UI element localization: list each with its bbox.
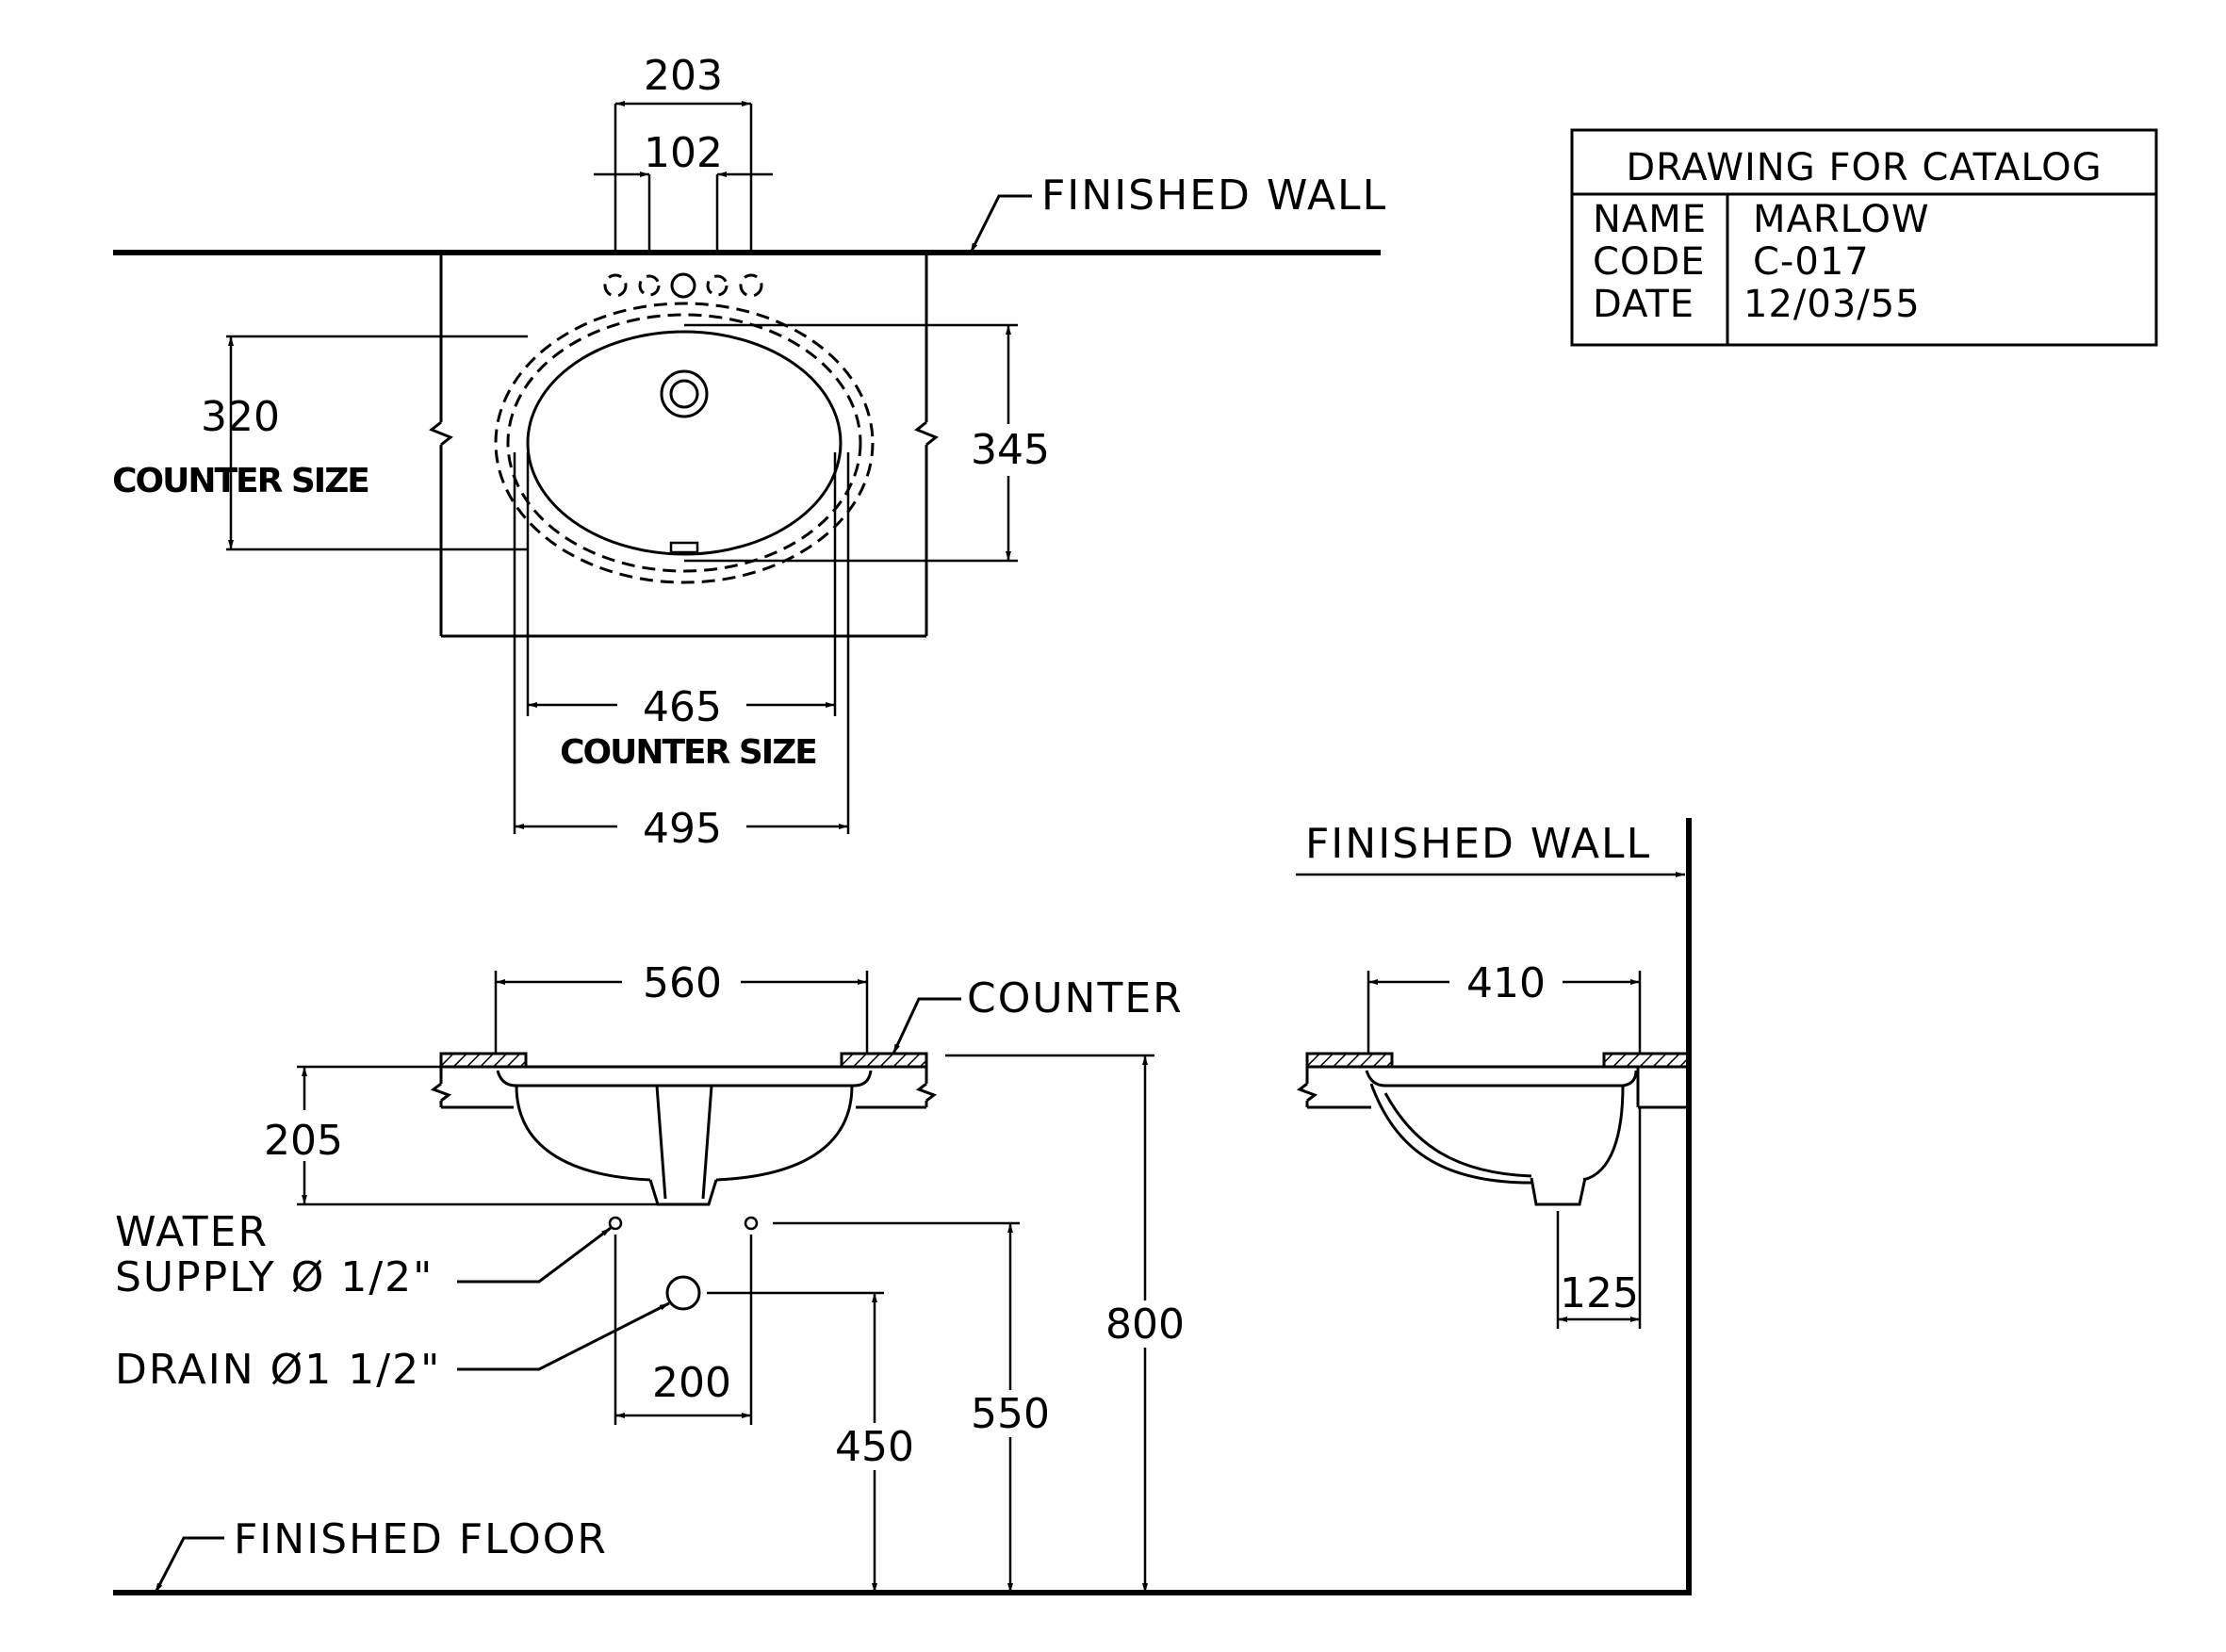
- dim-203-label: 203: [644, 52, 723, 100]
- plan-view: FINISHED WALL 203 102: [112, 52, 1387, 853]
- dim-495-label: 495: [643, 805, 722, 853]
- dim-550-label: 550: [971, 1390, 1050, 1438]
- water-supply-label-line1: WATER: [115, 1208, 269, 1256]
- dim-125-label: 125: [1560, 1269, 1639, 1317]
- faucet-hole-icon: [638, 274, 661, 297]
- drain-icon: [660, 369, 709, 418]
- dim-320-label: 320: [201, 393, 280, 441]
- counter-size-left-label: COUNTER SIZE: [112, 462, 368, 500]
- water-supply-left-icon: [608, 1216, 623, 1231]
- dim-200-label: 200: [652, 1359, 731, 1407]
- dim-102-label: 102: [644, 129, 723, 177]
- title-block-code-key: CODE: [1593, 240, 1706, 284]
- water-supply-label-line2: SUPPLY Ø 1/2": [115, 1253, 434, 1301]
- title-block-heading: DRAWING FOR CATALOG: [1626, 146, 2102, 189]
- title-block: DRAWING FOR CATALOG NAME CODE DATE MARLO…: [1570, 128, 2158, 347]
- dim-465-label: 465: [643, 683, 722, 731]
- drain-label: DRAIN Ø1 1/2": [115, 1346, 441, 1394]
- dim-205-label: 205: [264, 1117, 343, 1165]
- finished-wall-label: FINISHED WALL: [1041, 172, 1387, 220]
- title-block-name-value: MARLOW: [1753, 198, 1930, 241]
- title-block-name-key: NAME: [1593, 198, 1707, 241]
- counter-size-bottom-label: COUNTER SIZE: [560, 733, 816, 772]
- overflow-icon: [669, 541, 699, 554]
- title-block-code-value: C-017: [1753, 240, 1870, 284]
- title-block-date-key: DATE: [1593, 283, 1694, 326]
- counter-label: COUNTER: [967, 974, 1184, 1022]
- dim-410-label: 410: [1466, 959, 1546, 1007]
- title-block-date-value: 12/03/55: [1743, 283, 1921, 326]
- water-supply-right-icon: [744, 1216, 759, 1231]
- drain-outlet-icon: [665, 1275, 701, 1311]
- faucet-hole-icon: [670, 272, 696, 299]
- faucet-hole-icon: [603, 273, 628, 298]
- front-view: 560 COUNTER 205 WATER SUPPLY Ø 1/2" DRAI…: [113, 959, 1692, 1595]
- basin-rim-outline: [494, 302, 875, 584]
- dim-560-label: 560: [643, 959, 722, 1007]
- basin-bowl-outline: [526, 330, 843, 556]
- dim-345-label: 345: [971, 426, 1050, 474]
- dim-450-label: 450: [835, 1423, 914, 1471]
- dim-800-label: 800: [1105, 1300, 1185, 1349]
- basin-side-outer: [1369, 1083, 1532, 1185]
- basin-profile-right: [715, 1085, 854, 1182]
- side-view: FINISHED WALL 410 125: [1296, 818, 1692, 1595]
- basin-profile-left: [515, 1085, 651, 1182]
- faucet-hole-icon: [706, 274, 728, 297]
- finished-wall-side-label: FINISHED WALL: [1305, 820, 1651, 868]
- faucet-hole-icon: [739, 273, 763, 298]
- finished-floor-label: FINISHED FLOOR: [234, 1515, 608, 1563]
